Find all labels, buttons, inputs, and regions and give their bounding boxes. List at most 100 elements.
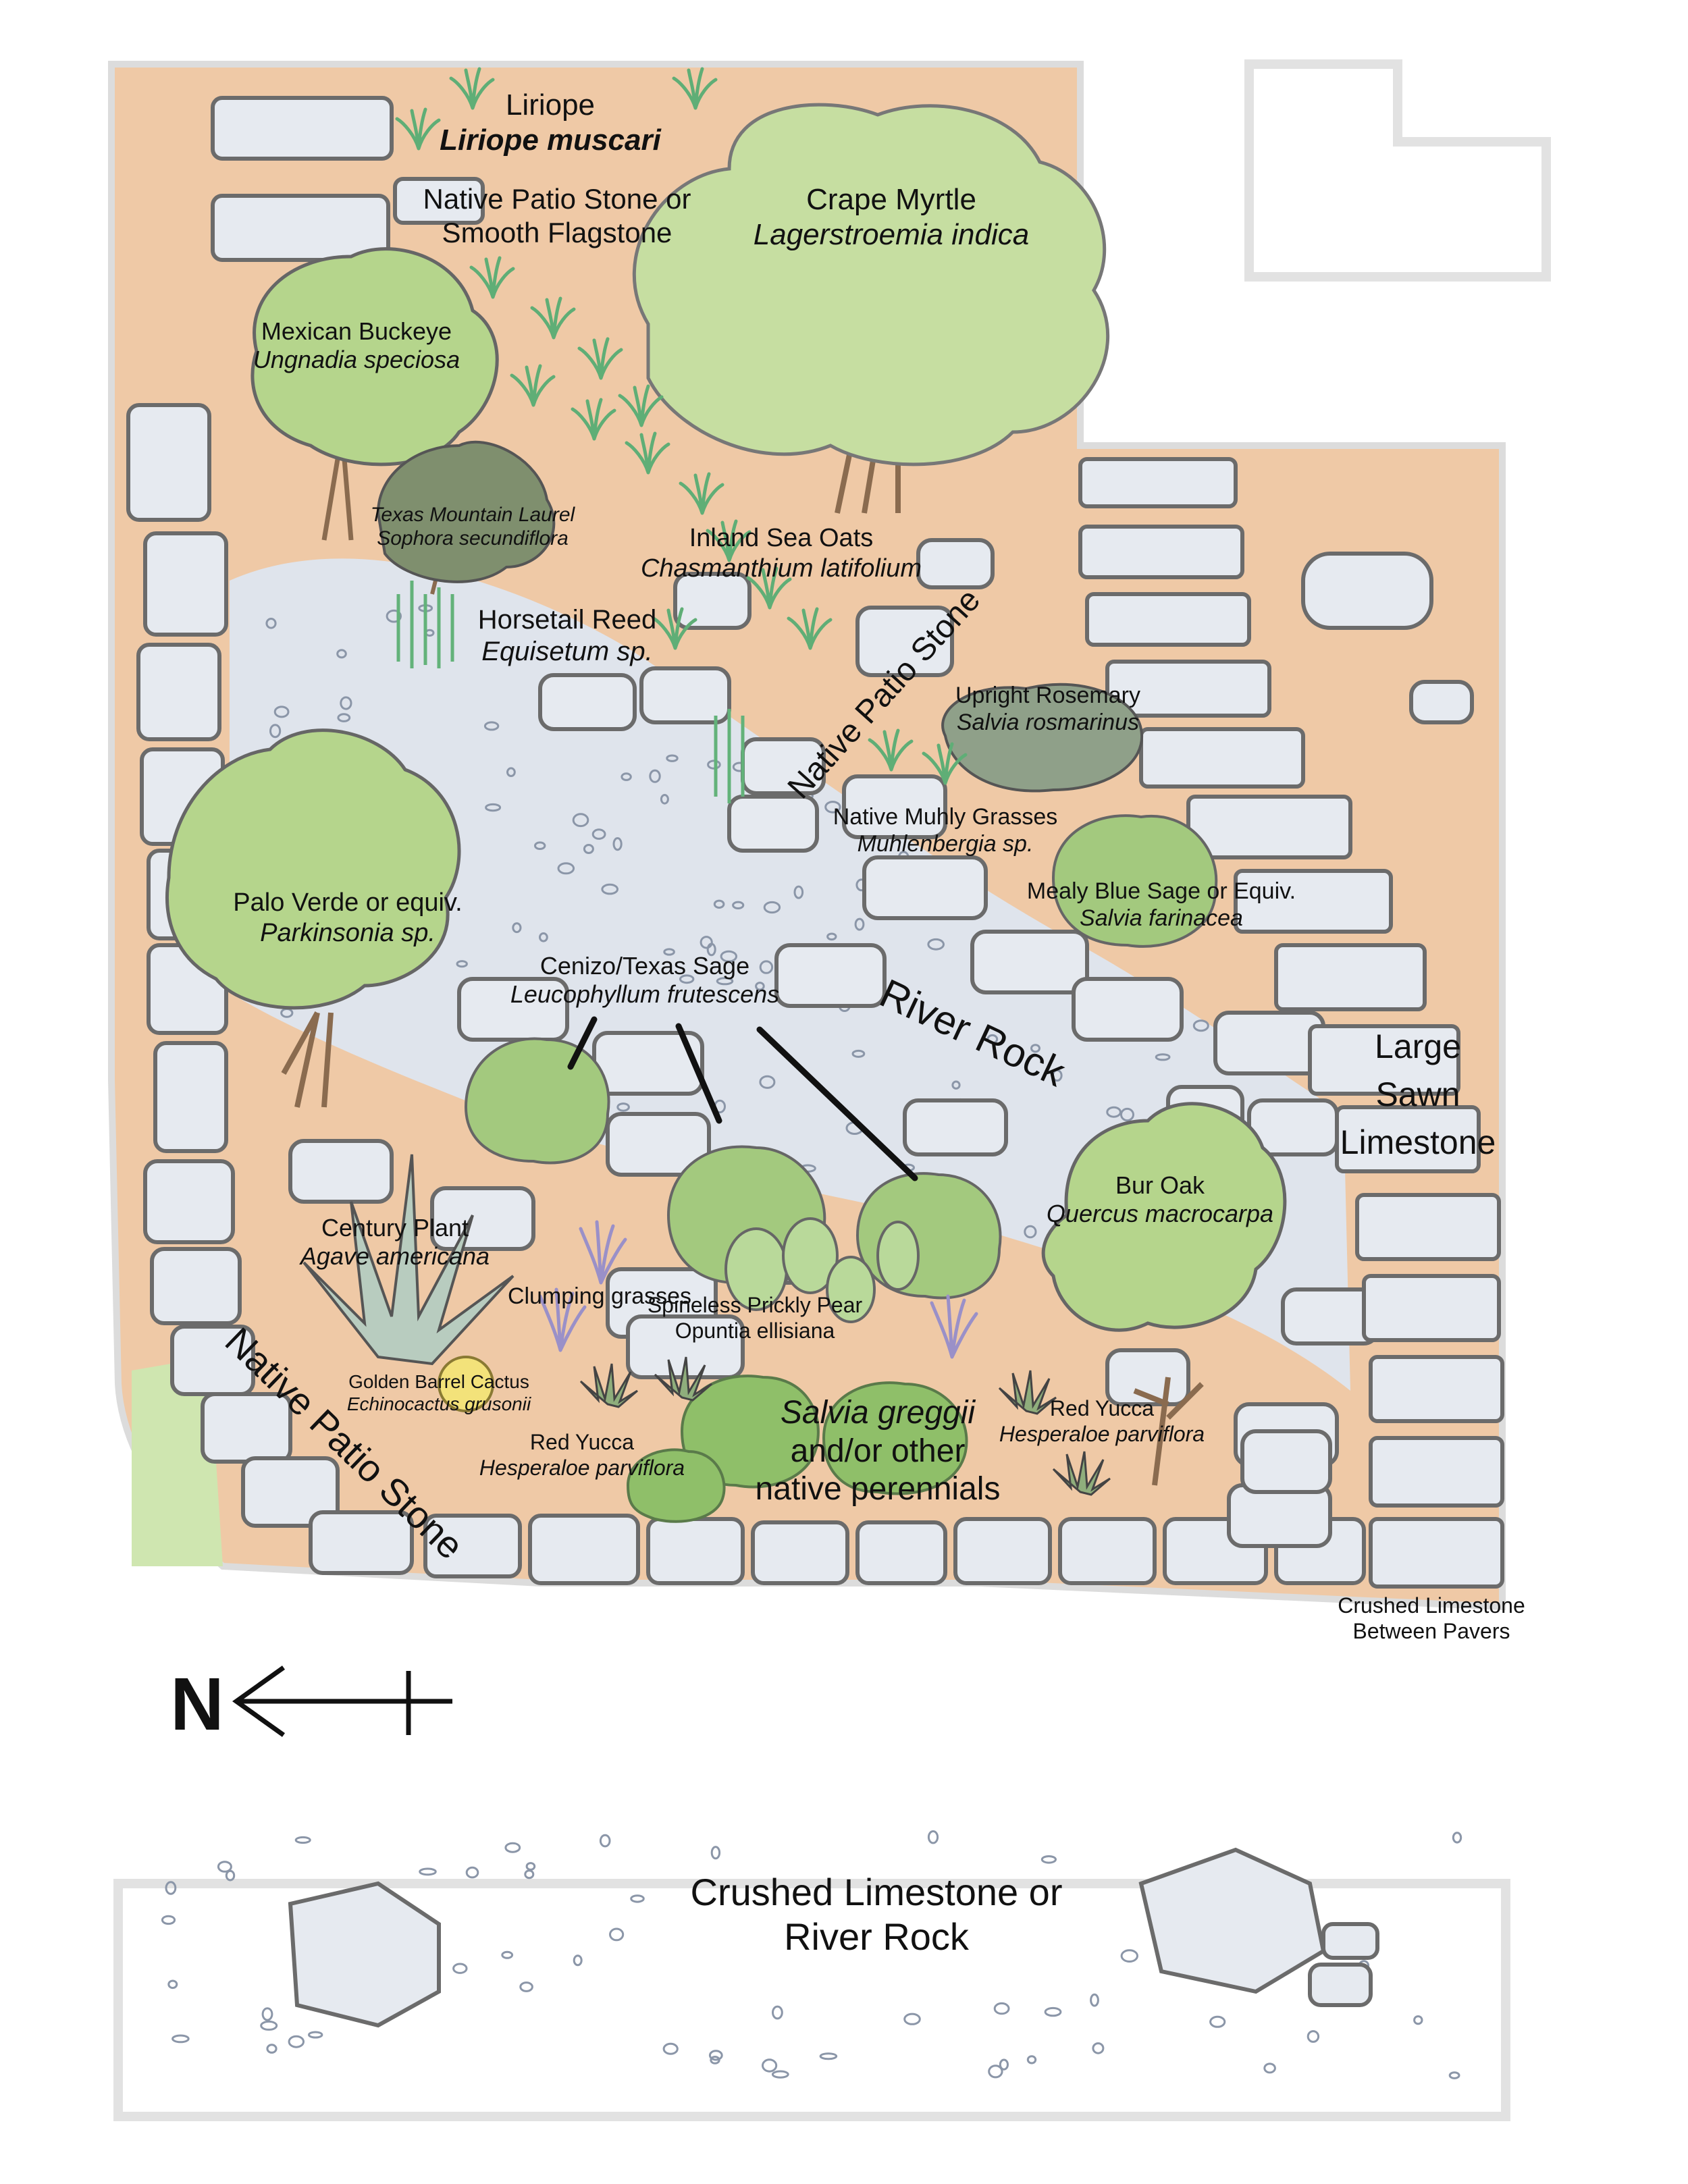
pebble (519, 1981, 533, 1992)
sea-oats-common-name: Inland Sea Oats (689, 524, 874, 552)
bur-oak-label: Bur Oak Quercus macrocarpa (1047, 1171, 1273, 1229)
laurel-scientific-name: Sophora secundiflora (377, 527, 569, 550)
pebble (591, 828, 606, 840)
pebble (716, 977, 734, 986)
pebble (851, 1049, 866, 1058)
buckeye-common-name: Mexican Buckeye (261, 317, 452, 345)
pebble (308, 2031, 323, 2039)
cenizo-common-name: Cenizo/Texas Sage (539, 952, 750, 980)
pebble (826, 932, 837, 941)
pebble (261, 2007, 273, 2021)
pebble (663, 948, 675, 956)
pebble (506, 767, 516, 777)
pebble (762, 2058, 778, 2073)
horsetail-scientific-name: Equisetum sp. (481, 637, 653, 667)
pebble (700, 936, 713, 949)
sketch-outlines (113, 59, 1551, 2121)
upright-rosemary-shrub (941, 683, 1144, 793)
upright-rosemary-label: Upright Rosemary Salvia rosmarinus (955, 682, 1140, 736)
pebble (988, 2065, 1003, 2079)
pebble (903, 2013, 921, 2025)
pebble (621, 772, 632, 781)
pebble (616, 1102, 630, 1112)
pebble (710, 2056, 720, 2065)
texas-mountain-laurel-shrub (376, 440, 556, 595)
golden-barrel-cactus (438, 1356, 494, 1412)
bottom-stone-wall (423, 1514, 1366, 1585)
pebble (1044, 2006, 1062, 2017)
north-arrow (232, 1666, 452, 1737)
century-plant-scientific-name: Agave americana (300, 1242, 490, 1271)
red-yucca-left-common-name: Red Yucca (529, 1430, 635, 1454)
pebble (630, 1894, 645, 1903)
cenizo-label: Cenizo/Texas Sage Leucophyllum frutescen… (510, 952, 779, 1009)
pebble (1026, 2055, 1037, 2065)
crushed-limestone-river-rock-label: Crushed Limestone or River Rock (691, 1870, 1063, 1959)
pebble (708, 2050, 723, 2061)
pebble (771, 2070, 789, 2079)
pebble (1040, 1855, 1057, 1864)
cenizo-leader-lines (567, 1016, 918, 1181)
pebble (1263, 2062, 1276, 2074)
pebble (854, 917, 865, 931)
muhly-scientific-name: Muhlenbergia sp. (857, 831, 1034, 857)
liriope-label: Liriope Liriope muscari (440, 88, 661, 158)
pebble (759, 1075, 776, 1089)
pebble (1024, 1225, 1037, 1239)
pebble (824, 801, 841, 814)
mealy-scientific-name: Salvia farinacea (1080, 905, 1243, 932)
pebble (679, 974, 695, 984)
pebble (172, 2034, 190, 2044)
red-yucca-left-scientific-name: Hesperaloe parviflora (479, 1455, 685, 1480)
red-yucca-right-label: Red Yucca Hesperaloe parviflora (999, 1396, 1205, 1447)
pebble (612, 837, 623, 851)
century-plant-common-name: Century Plant (321, 1214, 469, 1242)
patio-stone-flagstone-label: Native Patio Stone or Smooth Flagstone (423, 182, 691, 249)
bottom-label-line-1: Crushed Limestone or (690, 1871, 1063, 1913)
salvia-line-3: native perennials (755, 1471, 1001, 1508)
pebble (951, 1080, 961, 1090)
century-plant-label: Century Plant Agave americana (300, 1214, 490, 1271)
pebble (609, 1927, 625, 1942)
palo-verde-label: Palo Verde or equiv. Parkinsonia sp. (233, 888, 462, 949)
barrel-scientific-name: Echinocactus grusonii (346, 1393, 531, 1415)
pebble (732, 901, 745, 910)
pebble (1092, 2042, 1105, 2054)
pebble (1120, 1949, 1139, 1963)
bur-oak-tree (1041, 1102, 1287, 1486)
rosemary-common-name: Upright Rosemary (955, 683, 1140, 708)
pebble (266, 2044, 278, 2054)
barrel-common-name: Golden Barrel Cactus (348, 1371, 529, 1392)
native-muhly-grasses-label: Native Muhly Grasses Muhlenbergia sp. (833, 803, 1058, 857)
horsetail-common-name: Horsetail Reed (477, 605, 657, 635)
pebble (1209, 2015, 1226, 2028)
pebble (337, 713, 351, 722)
patio-label-line-1: Native Patio Stone or (423, 183, 691, 215)
pebble (649, 769, 661, 783)
pebble (557, 862, 575, 875)
pebble (819, 2052, 838, 2060)
north-letter: N (170, 1663, 224, 1746)
bur-oak-common-name: Bur Oak (1115, 1171, 1205, 1199)
mealy-blue-sage-label: Mealy Blue Sage or Equiv. Salvia farinac… (1027, 878, 1296, 932)
pebble (386, 609, 402, 623)
prickly-pear-scientific-name: Opuntia ellisiana (675, 1318, 835, 1343)
pebble (217, 1861, 232, 1873)
lawn-patch (132, 1357, 223, 1566)
pebble (483, 721, 500, 731)
sawn-limestone-path (1078, 457, 1504, 1589)
salvia-line-2: and/or other (790, 1433, 966, 1469)
salvia-greggii-label: Salvia greggii and/or other native peren… (756, 1394, 1001, 1509)
large-sawn-limestone-label: Large Sawn Limestone (1340, 1023, 1496, 1167)
pebble (260, 2020, 278, 2031)
pebble (707, 760, 721, 770)
pebble (1448, 2071, 1460, 2079)
crape-myrtle-scientific-name: Lagerstroemia indica (753, 217, 1030, 251)
crape-myrtle-label: Crape Myrtle Lagerstroemia indica (754, 182, 1029, 252)
crushed-pavers-line-1: Crushed Limestone (1338, 1593, 1525, 1618)
pebble (167, 1979, 178, 1990)
laurel-common-name: Texas Mountain Laurel (370, 504, 575, 526)
left-stone-wall (126, 96, 485, 1575)
pebble (504, 1842, 521, 1853)
